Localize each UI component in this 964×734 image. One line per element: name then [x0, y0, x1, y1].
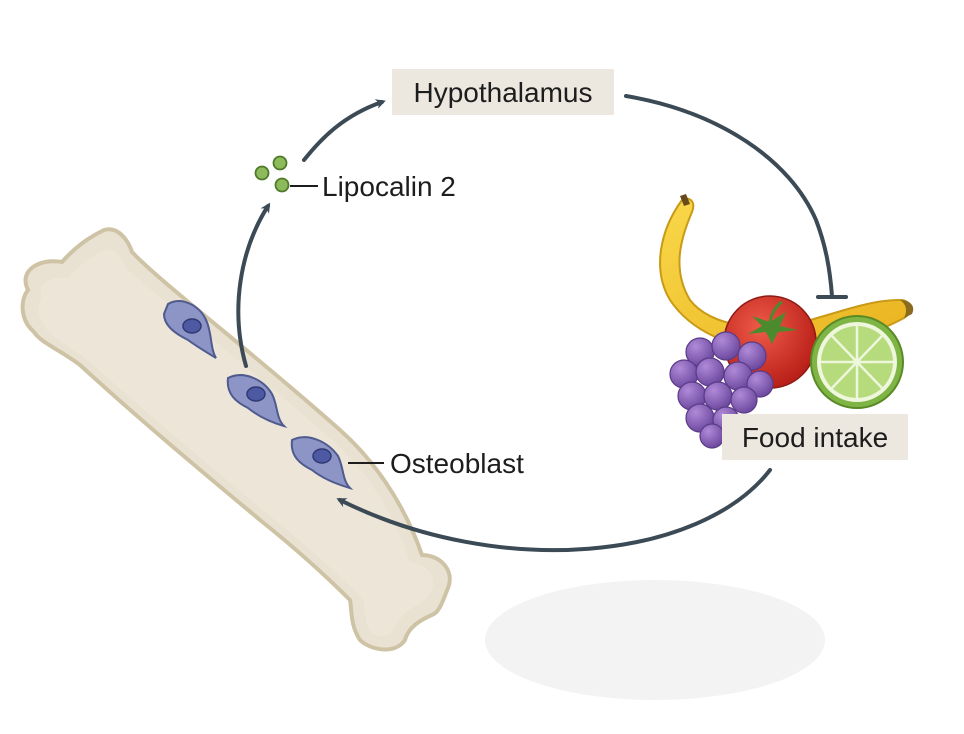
lipocalin-dot: [274, 177, 290, 193]
arrow-food-to-osteoblast: [336, 468, 772, 553]
food-illustration: [659, 194, 914, 449]
osteoblast-cell-3: [290, 436, 354, 491]
grapes: [669, 331, 774, 449]
lipocalin-dot: [272, 155, 288, 171]
food-intake-node: Food intake: [722, 414, 908, 460]
lime: [810, 315, 904, 409]
osteoblast-cell-2: [226, 374, 288, 429]
osteoblast-cell-1: [162, 300, 217, 359]
osteoblast-label: Osteoblast: [390, 448, 524, 479]
osteoblast-node: Osteoblast: [348, 448, 524, 479]
arrow-lipocalin-to-hypothalamus: [302, 99, 386, 162]
cycle-arrows: [236, 94, 848, 553]
food-intake-label: Food intake: [742, 422, 888, 453]
background-shadow: [485, 580, 825, 700]
arrow-osteoblast-to-lipocalin: [236, 202, 271, 368]
bone-illustration: [20, 227, 452, 652]
lipocalin-node: Lipocalin 2: [254, 155, 456, 202]
lipocalin-dot: [254, 165, 270, 181]
hypothalamus-label: Hypothalamus: [414, 77, 593, 108]
arrow-hypothalamus-inhibits-food: [624, 94, 834, 298]
banana: [659, 194, 914, 352]
osteoblast-cells: [162, 300, 354, 491]
hypothalamus-node: Hypothalamus: [392, 69, 614, 115]
lipocalin-label: Lipocalin 2: [322, 171, 456, 202]
